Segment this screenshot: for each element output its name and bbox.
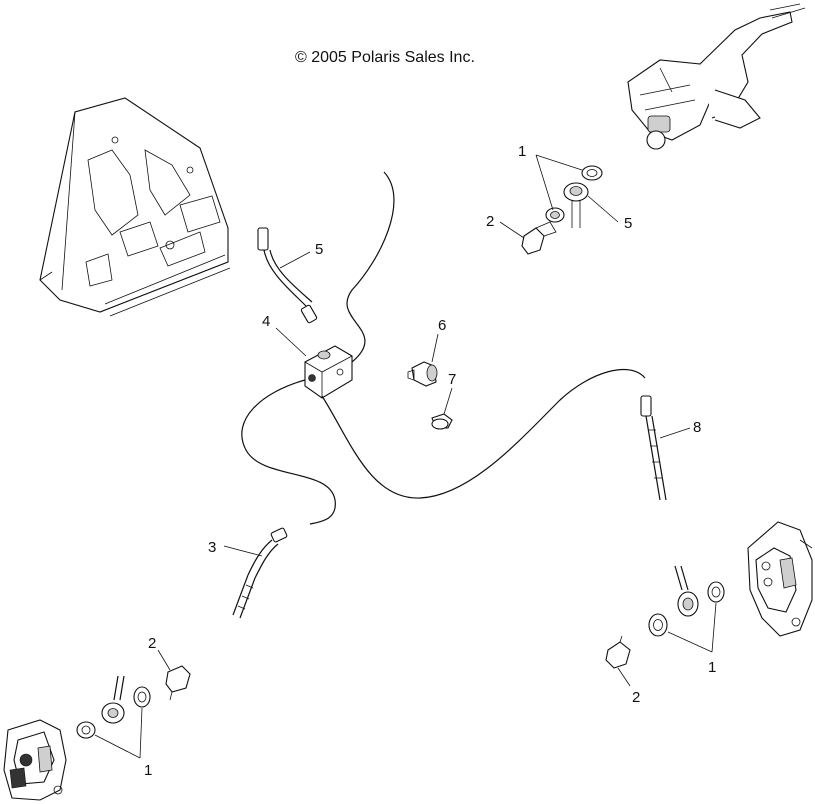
brake-line-long <box>321 368 646 499</box>
leader-1-br <box>667 602 717 653</box>
callout-5-top: 5 <box>624 215 632 232</box>
br-banjo-fitting <box>674 565 699 617</box>
bl-banjo-fitting <box>101 675 125 724</box>
bl-washer-upper <box>133 686 151 708</box>
brake-hose-long <box>640 395 667 501</box>
top-washer-upper <box>581 165 603 181</box>
callout-6: 6 <box>438 317 446 334</box>
leader-1-bl <box>94 707 143 759</box>
master-cylinder-pedal-assembly <box>627 3 806 150</box>
br-banjo-bolt <box>605 635 631 669</box>
brake-junction-block <box>304 345 353 399</box>
callout-2-br: 2 <box>632 689 640 706</box>
plug-fitting <box>431 413 453 430</box>
leader-1-top <box>535 154 583 211</box>
callout-1-bl: 1 <box>144 762 152 779</box>
callout-2-bl: 2 <box>148 635 156 652</box>
br-washer-lower <box>648 613 668 637</box>
leader-3 <box>223 545 263 557</box>
brake-line-left-loop <box>241 379 336 525</box>
leader-2-br <box>617 667 631 687</box>
br-washer-upper <box>707 581 725 603</box>
leader-5-top <box>587 195 619 223</box>
brake-line-upper <box>346 171 395 363</box>
callout-1-top: 1 <box>518 143 526 160</box>
copyright-notice: © 2005 Polaris Sales Inc. <box>295 49 475 66</box>
top-washer-lower <box>545 207 565 223</box>
callout-1-br: 1 <box>708 659 716 676</box>
leader-2-top <box>499 221 525 239</box>
leader-6 <box>431 333 439 363</box>
brake-hose-short <box>257 227 318 324</box>
brake-hose-front <box>232 527 288 619</box>
callout-4: 4 <box>262 313 270 330</box>
leader-7 <box>443 387 453 415</box>
bl-brake-caliper <box>3 719 67 801</box>
leader-4 <box>275 327 307 357</box>
frame-bulkhead-panel <box>39 97 231 317</box>
callout-5-left: 5 <box>315 241 323 258</box>
callout-7: 7 <box>448 371 456 388</box>
br-brake-caliper <box>747 521 813 637</box>
bl-washer-lower <box>76 721 96 739</box>
callout-8: 8 <box>693 419 701 436</box>
bl-banjo-bolt <box>165 665 191 701</box>
top-banjo-fitting <box>563 182 589 228</box>
leader-8 <box>659 427 691 439</box>
brake-switch <box>407 361 438 387</box>
callout-3: 3 <box>208 539 216 556</box>
leader-5-left <box>279 251 311 269</box>
leader-2-bl <box>157 649 171 671</box>
top-banjo-bolt <box>521 221 557 255</box>
callout-2-top: 2 <box>486 213 494 230</box>
